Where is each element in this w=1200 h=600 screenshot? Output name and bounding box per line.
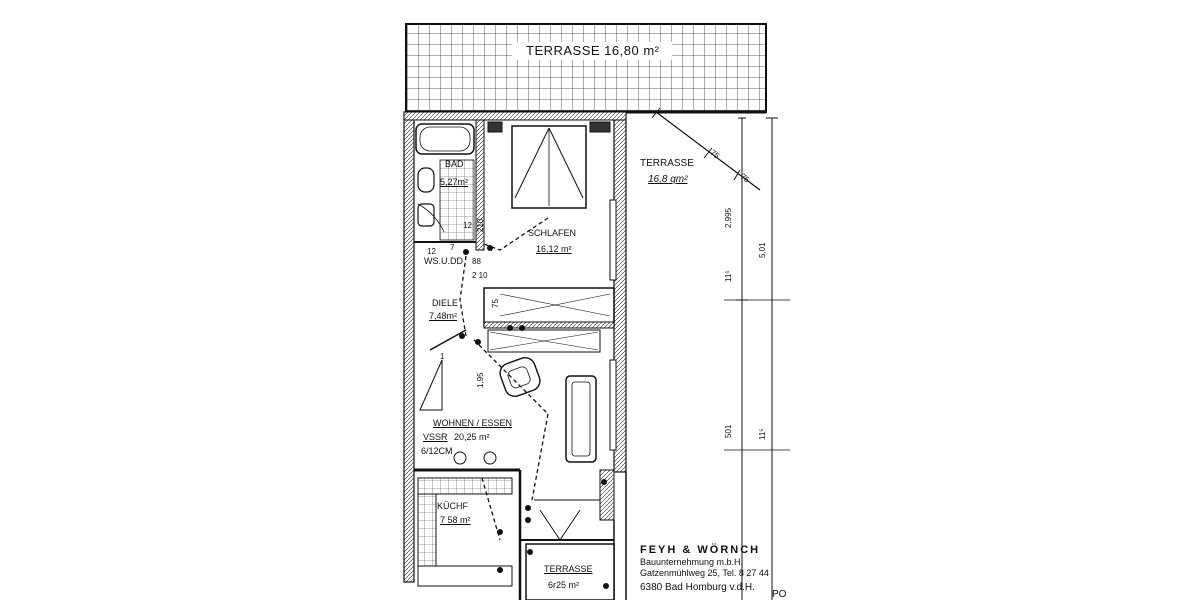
dim-195: 1,95 [476,372,485,388]
schlafen-area: 16,12 m² [536,244,572,254]
kueche-area: 7 58 m² [440,515,471,525]
dim-12a: 12 [463,221,472,230]
company-name: FEYH & WÖRNCH [640,544,761,556]
kitchen [417,477,513,587]
vssr-label: VSSR [423,432,448,442]
dim-210: 210 [476,218,485,232]
company-line2: Gatzenmühlweg 25, Tel. 8 27 44 [640,568,769,578]
kueche-name: KÜCHF [437,501,468,511]
dim-501a: 5,01 [758,242,767,258]
company-city: 6380 Bad Homburg v.d.H. [640,582,755,593]
schlafen-name: SCHLAFEN [528,228,577,238]
terrace-right-name: TERRASSE [640,158,694,169]
terrace-bottom-area: 6r25 m² [548,580,580,590]
dimension-lines [651,107,790,600]
dim-210b: 2 10 [472,271,488,280]
bathroom [415,123,475,241]
dim-2995: 2,995 [724,207,733,228]
wohnen-name: WOHNEN / ESSEN [433,418,513,428]
dim-115b: 11⁵ [758,428,767,440]
terrace-bottom-name: TERRASSE [544,564,593,574]
company-line1: Bauunternehmung m.b.H. [640,557,744,567]
living-furniture [419,329,600,541]
dim-115a: 11⁵ [724,270,733,282]
corner-mark: PO [772,589,787,600]
ws-label: WS.U.DD [424,256,463,266]
diele-area: 7,48m² [429,311,458,321]
vssr-cm: 6/12CM [421,446,453,456]
diele-name: DIELE [432,298,459,308]
bad-area: 5,27m² [440,177,469,187]
terrace-top-label: TERRASSE 16,80 m² [526,43,660,58]
dim-12b: 12 [427,247,436,256]
dim-75c: 75 [491,299,500,308]
dim-501b: 501 [724,424,733,438]
bad-name: BAD [445,159,464,169]
electrical-lines [459,217,549,541]
terrace-top [405,23,767,114]
company-block: FEYH & WÖRNCH Bauunternehmung m.b.H. Gat… [640,544,769,593]
outer-walls [403,111,627,600]
dim-88: 88 [472,257,481,266]
bed [487,121,617,451]
wohnen-area: 20,25 m² [454,432,490,442]
terrace-right-area: 16,8 qm² [648,174,688,185]
electrical-points [459,245,609,589]
dim-1: 1 [440,352,445,361]
dim-7: 7 [450,243,455,252]
terrace-bottom [525,543,615,600]
